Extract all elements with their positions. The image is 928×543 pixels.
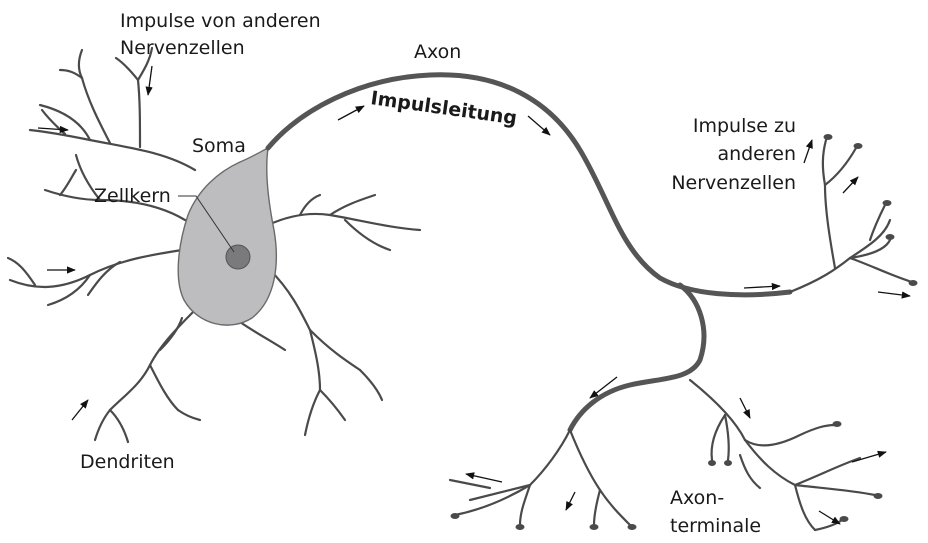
label-impulses-in-line1: Impulse von anderen: [120, 10, 321, 32]
label-impulses-out-line3: Nervenzellen: [671, 172, 796, 194]
label-axon: Axon: [414, 41, 461, 63]
label-axon-terminal-line2: terminale: [670, 515, 761, 537]
label-impulses-out-line1: Impulse zu: [693, 115, 796, 137]
label-soma: Soma: [192, 135, 246, 157]
label-impulses-in-line2: Nervenzellen: [120, 37, 245, 59]
label-impulses-out-line2: anderen: [717, 143, 796, 165]
label-axon-terminal-line1: Axon-: [670, 487, 724, 509]
label-dendrites: Dendriten: [80, 451, 175, 473]
soma: [178, 148, 276, 325]
nucleus: [226, 245, 250, 269]
axon-terminals-upper: [790, 134, 918, 292]
axon-collateral: [570, 285, 704, 430]
label-nucleus: Zellkern: [94, 185, 171, 207]
axon-terminals-lower-left: [450, 430, 637, 530]
label-impulse-conduction: Impulsleitung: [369, 87, 518, 129]
